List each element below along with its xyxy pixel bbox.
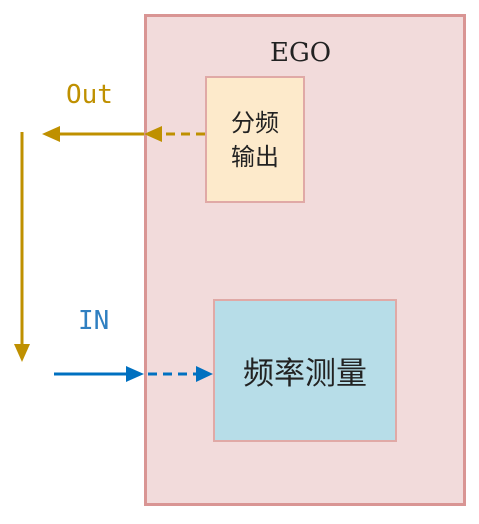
divider-output-block: 分频输出 bbox=[205, 76, 305, 203]
out-arrow bbox=[42, 126, 144, 142]
frequency-measure-label: 频率测量 bbox=[243, 356, 367, 392]
out-dashed-connector bbox=[144, 126, 205, 142]
in-dashed-connector bbox=[148, 366, 213, 382]
out-signal-label: Out bbox=[66, 80, 113, 110]
frequency-measure-block: 频率测量 bbox=[213, 299, 397, 442]
loopback-down-arrow bbox=[14, 132, 30, 362]
in-signal-label: IN bbox=[78, 306, 110, 336]
divider-output-label: 分频输出 bbox=[231, 108, 279, 171]
ego-title: EGO bbox=[270, 38, 332, 68]
in-arrow bbox=[54, 366, 144, 382]
